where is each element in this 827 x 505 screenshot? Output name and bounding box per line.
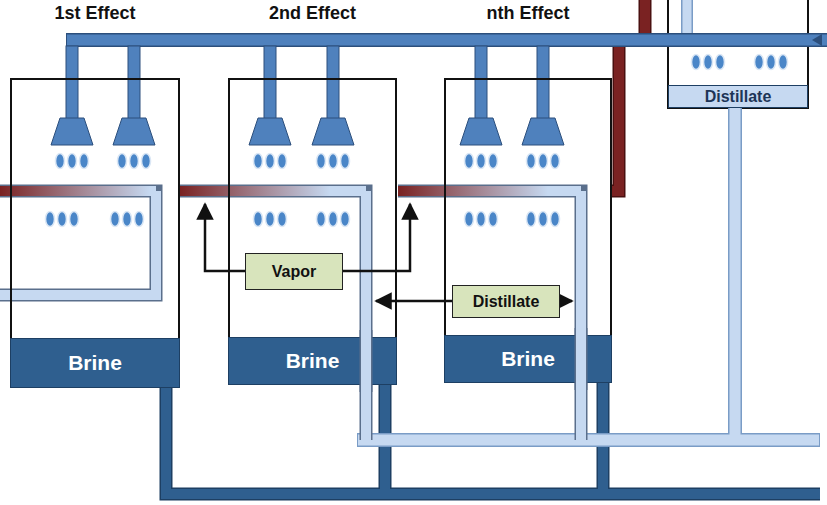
droplet (477, 212, 486, 227)
feed-header-pipe (66, 40, 827, 41)
droplet (489, 212, 498, 227)
droplet (254, 154, 263, 169)
droplet (779, 55, 788, 70)
brine-pool: Brine (228, 337, 397, 385)
effect-vessel: Brine2nd Effect (228, 78, 397, 385)
droplet (527, 212, 536, 227)
nozzle-stem (537, 46, 549, 120)
vapor-pipe (611, 0, 645, 191)
nozzle-stem (475, 46, 487, 120)
droplet (692, 55, 701, 70)
droplet (80, 154, 89, 169)
effect-heading: nth Effect (487, 3, 570, 24)
nozzle-stem (66, 46, 78, 120)
droplet (56, 154, 65, 169)
droplet (118, 154, 127, 169)
droplet (465, 154, 474, 169)
spray-nozzles (51, 46, 564, 145)
callout-box: Distillate (452, 285, 560, 318)
spray-nozzle (522, 118, 564, 145)
droplet (551, 212, 560, 227)
spray-nozzle (51, 118, 93, 145)
droplet (70, 212, 79, 227)
droplet (266, 212, 275, 227)
distillate-drain-pipe (366, 326, 581, 394)
droplet (551, 154, 560, 169)
droplet (58, 212, 67, 227)
droplet (135, 212, 144, 227)
effect-vessel: Brine1st Effect (10, 78, 180, 388)
droplet (755, 55, 764, 70)
droplet (465, 212, 474, 227)
droplet (329, 154, 338, 169)
droplet (142, 154, 151, 169)
effect-heading: 1st Effect (54, 3, 135, 24)
droplet (539, 154, 548, 169)
droplet (317, 212, 326, 227)
node-label: Distillate (473, 293, 540, 311)
droplet (329, 212, 338, 227)
node-label: Brine (68, 351, 122, 375)
droplet (278, 154, 287, 169)
node-label: Brine (286, 349, 340, 373)
node-label: Distillate (705, 88, 772, 106)
droplet (317, 154, 326, 169)
droplet (111, 212, 120, 227)
nozzle-stem (264, 46, 276, 120)
callout-box: Vapor (245, 253, 343, 290)
droplet (46, 212, 55, 227)
droplet (123, 212, 132, 227)
node-label: Brine (501, 347, 555, 371)
droplet (477, 154, 486, 169)
spray-nozzle (249, 118, 291, 145)
tube-bundle (0, 191, 581, 440)
droplet (489, 154, 498, 169)
droplet (704, 55, 713, 70)
brine-pool: Brine (444, 335, 612, 383)
droplet (341, 212, 350, 227)
distillate-band: Distillate (668, 85, 808, 108)
condenser-housing (668, 0, 808, 108)
droplet (254, 212, 263, 227)
droplets (46, 55, 788, 227)
spray-nozzle (113, 118, 155, 145)
droplet (68, 154, 77, 169)
droplet (716, 55, 725, 70)
feed-arrow (812, 34, 822, 46)
droplet (266, 154, 275, 169)
droplet (278, 212, 287, 227)
distillate-collector-pipe (357, 108, 820, 440)
spray-nozzle (312, 118, 354, 145)
droplet (341, 154, 350, 169)
droplet (539, 212, 548, 227)
spray-nozzle (460, 118, 502, 145)
effect-vessel: Brinenth Effect (444, 78, 612, 383)
nozzle-stem (128, 46, 140, 120)
droplet (130, 154, 139, 169)
droplet (527, 154, 536, 169)
effect-heading: 2nd Effect (269, 3, 356, 24)
nozzle-stem (327, 46, 339, 120)
droplet (767, 55, 776, 70)
brine-pool: Brine (10, 338, 180, 388)
node-label: Vapor (272, 263, 316, 281)
